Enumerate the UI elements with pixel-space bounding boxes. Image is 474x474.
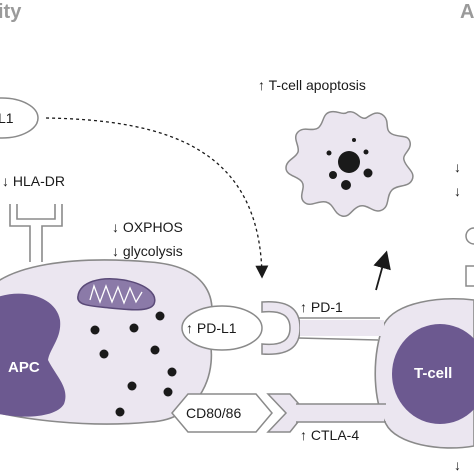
apc-label: APC: [8, 359, 40, 376]
right-partial-receptor: [465, 265, 474, 287]
right-arrow-3: ↓: [454, 457, 461, 473]
apc-granules: [90, 311, 177, 417]
dashed-arrow: [45, 117, 269, 279]
mitochondrion-cristae: [89, 283, 143, 305]
cd80-86-molecule: [171, 393, 273, 433]
t-cell-label: T-cell: [414, 365, 452, 382]
pdl1-ellipse: [0, 97, 39, 139]
pd1-label: ↑ PD-1: [300, 299, 343, 315]
hla-dr-receptor: [9, 204, 63, 262]
section-header-right: A: [460, 1, 474, 23]
apoptotic-fragments: [326, 138, 373, 190]
right-arrow-2: ↓: [454, 183, 461, 199]
cd80-86-label: CD80/86: [186, 405, 241, 421]
ctla4-label: ↑ CTLA-4: [300, 427, 359, 443]
glycolysis-label: ↓ glycolysis: [112, 243, 183, 259]
pd1-receptor: [261, 301, 301, 355]
pdl1-molecule: [181, 305, 263, 351]
pdl1-top-label: L1: [0, 110, 14, 126]
t-cell-nucleus: [392, 324, 474, 424]
section-header-left: ity: [0, 1, 22, 23]
pdl1-label: ↑ PD-L1: [186, 320, 237, 336]
hla-dr-label: ↓ HLA-DR: [2, 173, 65, 189]
oxphos-label: ↓ OXPHOS: [112, 219, 183, 235]
apoptosis-arrow: [373, 250, 391, 291]
right-arrow-1: ↓: [454, 159, 461, 175]
right-partial-circle: [465, 227, 474, 245]
apoptosis-label: ↑ T-cell apoptosis: [258, 77, 366, 93]
apc-nucleus: [0, 293, 66, 417]
